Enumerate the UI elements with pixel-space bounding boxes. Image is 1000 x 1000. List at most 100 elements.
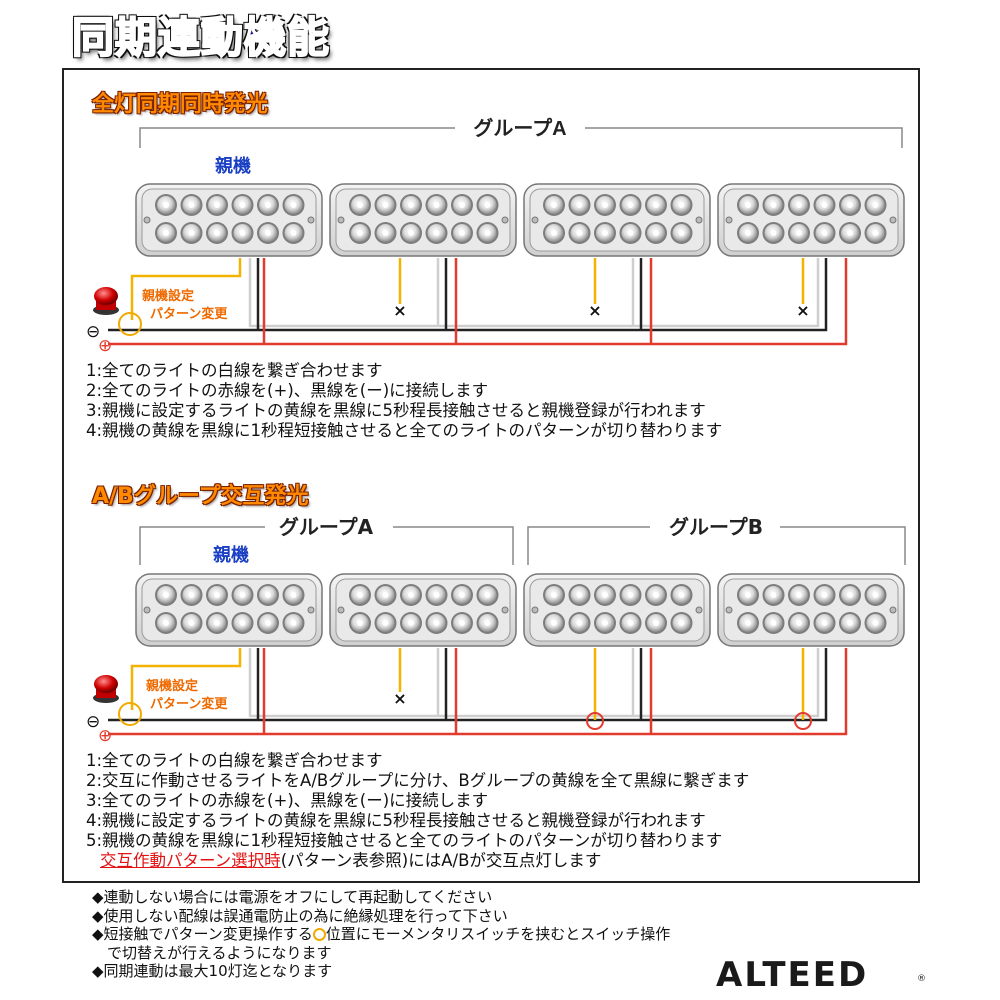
led-icon xyxy=(839,222,861,244)
section2-notes: 1:全てのライトの白線を繋ぎ合わせます 2:交互に作動させるライトをA/Bグルー… xyxy=(86,751,749,871)
note-line: 2:交互に作動させるライトをA/Bグループに分け、Bグループの黄線を全て黒線に繋… xyxy=(86,771,750,790)
switch-label-1: 親機設定 xyxy=(146,678,198,694)
led-icon xyxy=(282,584,305,606)
led-icon xyxy=(737,584,759,606)
master-label: 親機 xyxy=(215,155,251,176)
led-icon xyxy=(762,222,785,244)
led-icon xyxy=(864,222,887,244)
led-icon xyxy=(670,222,693,244)
lights-row-2 xyxy=(135,573,905,647)
led-icon xyxy=(543,222,565,244)
led-icon xyxy=(231,194,254,216)
led-icon xyxy=(349,194,371,216)
page-title: 同期連動機能 xyxy=(71,12,331,63)
led-icon xyxy=(400,612,422,634)
note-line: 3:親機に設定するライトの黄線を黒線に5秒程長接触させると親機登録が行われます xyxy=(86,401,706,420)
note-line: 1:全てのライトの白線を繋ぎ合わせます xyxy=(86,751,383,770)
group-a-label: グループA xyxy=(279,515,374,539)
led-light-module xyxy=(135,183,323,257)
led-icon xyxy=(257,612,279,634)
group-b-join-mark xyxy=(794,712,812,730)
led-icon xyxy=(206,222,228,244)
led-icon xyxy=(645,584,667,606)
section1-notes: 1:全てのライトの白線を繋ぎ合わせます 2:全てのライトの赤線を(+)、黒線を(… xyxy=(86,361,722,441)
wires-section2 xyxy=(108,648,848,736)
led-icon xyxy=(813,584,836,606)
led-icon xyxy=(451,194,473,216)
led-icon xyxy=(619,584,642,606)
led-icon xyxy=(568,584,591,606)
led-icon xyxy=(645,612,667,634)
led-icon xyxy=(180,584,203,606)
minus-terminal-icon: ⊖ xyxy=(86,322,100,342)
footer-line: ◆同期連動は最大10灯迄となります xyxy=(92,962,333,980)
led-light-module xyxy=(329,183,517,257)
led-icon xyxy=(737,612,759,634)
led-icon xyxy=(451,612,473,634)
lights-row-1 xyxy=(135,183,905,257)
note-line: 4:親機に設定するライトの黄線を黒線に5秒程長接触させると親機登録が行われます xyxy=(86,811,706,830)
footer-text: ◆短接触でパターン変更操作する xyxy=(92,925,313,943)
note-line: 5:親機の黄線を黒線に1秒程短接触させると全てのライトのパターンが切り替わります xyxy=(86,831,723,850)
led-icon xyxy=(374,584,397,606)
led-icon xyxy=(425,612,448,634)
led-icon xyxy=(374,612,397,634)
switch-position-circle xyxy=(118,312,142,336)
footer-notes: ◆連動しない場合には電源をオフにして再起動してください ◆使用しない配線は誤通電… xyxy=(92,888,670,981)
footer-line: で切替えが行えるようになります xyxy=(92,943,332,962)
led-icon xyxy=(619,222,642,244)
led-icon xyxy=(737,222,759,244)
led-icon xyxy=(257,194,279,216)
note-rest: (パターン表参照)にはA/Bが交互点灯します xyxy=(280,851,602,870)
led-icon xyxy=(451,222,473,244)
led-icon xyxy=(645,194,667,216)
led-icon xyxy=(543,584,565,606)
switch-label-1: 親機設定 xyxy=(142,288,194,304)
master-label: 親機 xyxy=(213,544,249,566)
switch-label-2: パターン変更 xyxy=(150,306,228,322)
led-icon xyxy=(737,194,759,216)
led-icon xyxy=(813,612,836,634)
led-icon xyxy=(180,612,203,634)
yellow-cut-mark: × xyxy=(393,301,406,320)
led-icon xyxy=(282,194,305,216)
led-icon xyxy=(155,194,177,216)
led-icon xyxy=(619,612,642,634)
note-line: 3:全てのライトの赤線を(+)、黒線を(ー)に接続します xyxy=(86,791,489,810)
led-icon xyxy=(568,612,591,634)
led-light-module xyxy=(717,183,905,257)
led-icon xyxy=(762,612,785,634)
led-icon xyxy=(813,194,836,216)
led-icon xyxy=(425,194,448,216)
note-line: 2:全てのライトの赤線を(+)、黒線を(ー)に接続します xyxy=(86,381,489,400)
led-icon xyxy=(451,584,473,606)
group-a-label: グループA xyxy=(473,116,566,140)
led-icon xyxy=(594,222,616,244)
led-icon xyxy=(231,612,254,634)
led-icon xyxy=(864,612,887,634)
led-icon xyxy=(543,194,565,216)
led-icon xyxy=(568,194,591,216)
group-b-join-mark xyxy=(586,712,604,730)
yellow-cut-mark: × xyxy=(393,689,406,708)
momentary-switch-icon xyxy=(93,675,119,703)
yellow-cut-mark: × xyxy=(796,301,809,320)
led-icon xyxy=(231,222,254,244)
led-icon xyxy=(670,612,693,634)
led-icon xyxy=(594,612,616,634)
led-icon xyxy=(206,612,228,634)
led-icon xyxy=(645,222,667,244)
footer-line: ◆短接触でパターン変更操作する位置にモーメンタリスイッチを挟むとスイッチ操作 xyxy=(92,925,670,944)
registered-mark: ® xyxy=(917,974,926,984)
momentary-switch-icon xyxy=(93,287,119,315)
group-a-bracket xyxy=(139,127,903,148)
led-icon xyxy=(813,222,836,244)
led-icon xyxy=(282,612,305,634)
led-icon xyxy=(425,222,448,244)
led-icon xyxy=(762,584,785,606)
led-icon xyxy=(864,194,887,216)
plus-terminal-icon: ⊕ xyxy=(98,336,112,356)
plus-terminal-icon: ⊕ xyxy=(98,726,112,746)
led-icon xyxy=(231,584,254,606)
